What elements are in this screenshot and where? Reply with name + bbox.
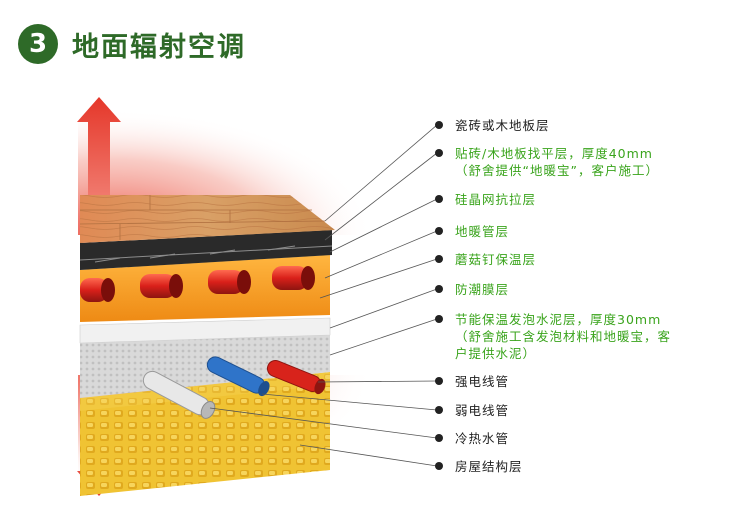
label-moisture-film-layer: 防潮膜层: [455, 282, 510, 297]
leader-dots: [435, 121, 443, 470]
section-title: 地面辐射空调: [72, 31, 246, 63]
label-structure-layer: 房屋结构层: [455, 459, 523, 474]
label-tile-floor-layer: 瓷砖或木地板层: [455, 118, 550, 133]
label-water-pipe: 冷热水管: [455, 431, 510, 446]
label-mesh-layer: 硅晶网抗拉层: [455, 192, 537, 207]
label-pipe-layer: 地暖管层: [455, 224, 510, 239]
embedded-pipes: [142, 356, 326, 419]
mesh-layer-shape: [80, 230, 332, 270]
heating-pipes: [80, 266, 315, 302]
label-weak-conduit: 弱电线管: [455, 403, 510, 418]
pipe-layer-shape: [80, 255, 330, 322]
moisture-film-shape: [79, 317, 331, 344]
structure-layer-shape: [80, 372, 330, 496]
label-foam-cement-layer: 节能保温发泡水泥层，厚度30mm （舒舍施工含发泡材料和地暖宝，客 户提供水泥）: [455, 312, 672, 361]
section-header: 3 地面辐射空调: [18, 22, 246, 66]
step-number-badge: 3: [18, 24, 58, 64]
label-leveling-layer: 贴砖/木地板找平层，厚度40mm （舒舍提供“地暖宝”，客户施工）: [455, 146, 659, 178]
label-nail-insulation-layer: 蘑菇钉保温层: [455, 252, 537, 267]
leader-lines: [209, 124, 438, 467]
label-strong-conduit: 强电线管: [455, 374, 510, 389]
